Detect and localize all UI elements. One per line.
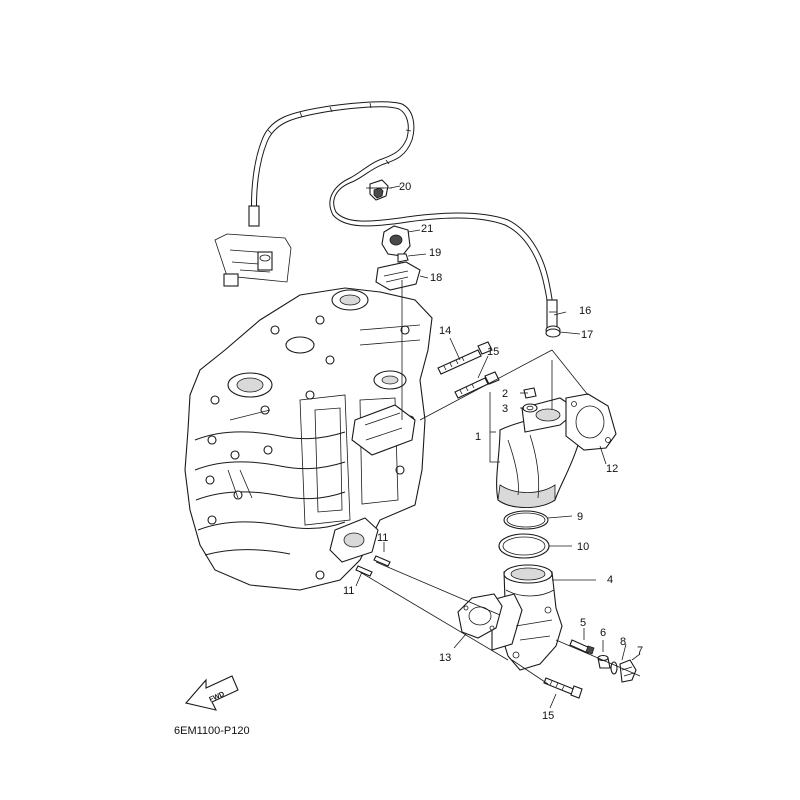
callout-18: 18 (430, 272, 442, 284)
callout-17: 17 (581, 329, 593, 341)
dowel-11-upper (373, 555, 391, 567)
bolt-15-lower (543, 677, 583, 699)
exhaust-guide-4 (491, 564, 563, 671)
callout-3: 3 (502, 403, 508, 415)
o-ring-10 (498, 533, 550, 559)
callout-6: 6 (600, 627, 606, 639)
bracket-18 (375, 261, 421, 291)
callout-15-upper: 15 (487, 346, 499, 358)
callout-5: 5 (580, 617, 586, 629)
bolt-14 (437, 341, 493, 375)
collar-6 (597, 654, 611, 669)
callout-10: 10 (577, 541, 589, 553)
callout-21: 21 (421, 223, 433, 235)
callout-11-upper: 11 (377, 532, 388, 544)
callout-labels: 20 21 19 18 16 17 14 15 2 3 1 12 9 10 4 … (343, 181, 643, 722)
inset-sketch (214, 233, 292, 287)
callout-8: 8 (620, 636, 626, 648)
callout-13: 13 (439, 652, 451, 664)
callout-4: 4 (607, 574, 613, 586)
gasket-12 (565, 393, 617, 451)
callout-11-lower: 11 (343, 585, 354, 597)
callout-2: 2 (502, 388, 508, 400)
fwd-direction-arrow: FWD (184, 675, 239, 711)
callout-20: 20 (399, 181, 411, 193)
callout-16: 16 (579, 305, 591, 317)
sensor-21 (381, 225, 411, 274)
callout-1: 1 (475, 431, 481, 443)
dowel-11-lower (355, 565, 373, 577)
callout-19: 19 (429, 247, 441, 259)
washer-8 (610, 661, 618, 675)
callout-12: 12 (606, 463, 618, 475)
bolt-15-upper (454, 371, 500, 399)
callout-9: 9 (577, 511, 583, 523)
gasket-13 (457, 593, 503, 639)
bolt-5 (569, 639, 595, 655)
callout-7: 7 (637, 645, 643, 657)
callout-15-lower: 15 (542, 710, 554, 722)
grommet-17 (545, 325, 561, 338)
callout-14: 14 (439, 325, 451, 337)
drawing-code: 6EM1100-P120 (174, 725, 250, 737)
clamp-20 (369, 179, 401, 201)
leader-lines (355, 187, 641, 709)
alignment-lines (359, 280, 641, 685)
exhaust-manifold-1 (496, 387, 579, 509)
engine-block (184, 287, 433, 591)
o-ring-9 (503, 510, 549, 530)
hose-16 (248, 101, 558, 329)
